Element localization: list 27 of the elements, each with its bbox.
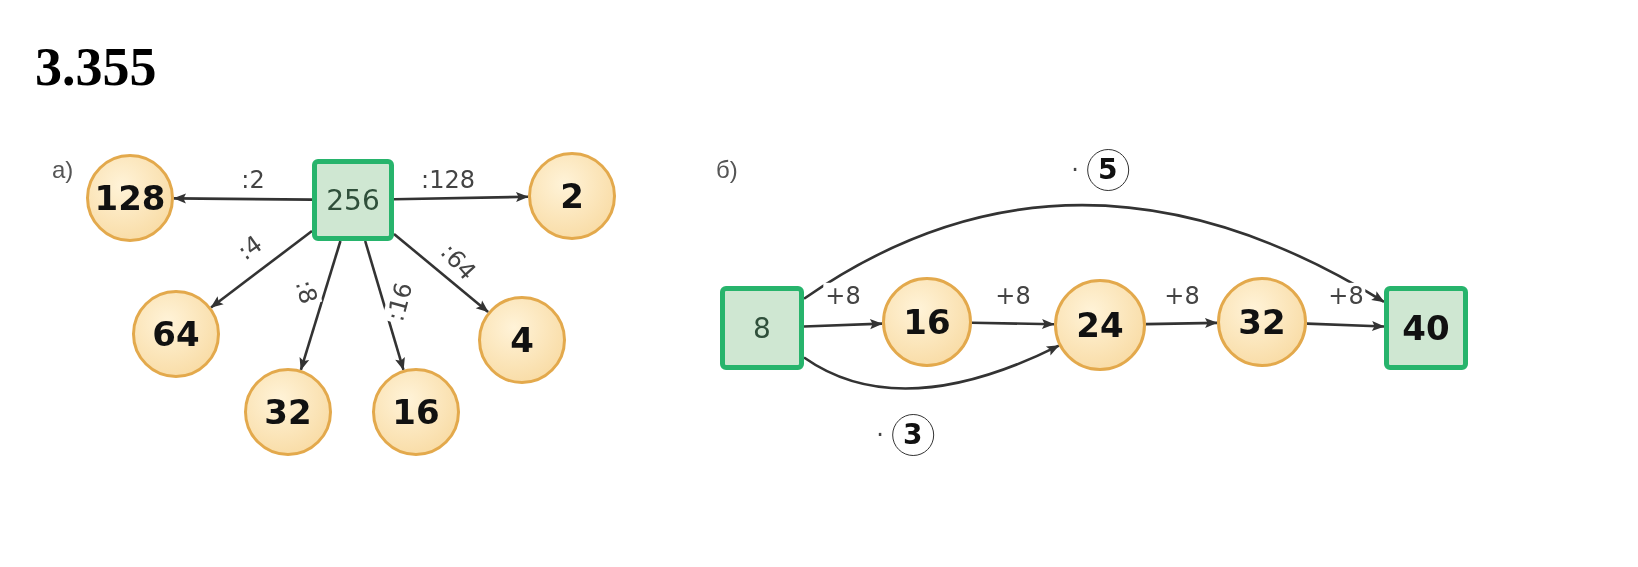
number-circle: 2 [528,152,616,240]
part-label: а) [52,158,74,182]
arrow [363,240,405,371]
number-circle: 24 [1054,279,1146,371]
arrow [971,319,1055,330]
arrow [803,319,883,330]
number-circle: 16 [882,277,972,367]
number-square: 256 [312,159,394,241]
arrow [210,230,313,309]
arrow [299,240,342,371]
arrow [803,203,1385,304]
number-circle: 32 [1217,277,1307,367]
number-circle: 32 [244,368,332,456]
number-circle: 128 [86,154,174,242]
arrow [1306,321,1385,332]
number-square: 40 [1384,286,1468,370]
number-circle: 4 [478,296,566,384]
arrow [393,192,529,203]
part-label: б) [716,158,738,182]
number-circle: 64 [132,290,220,378]
arrow [1145,318,1218,329]
number-circle: 16 [372,368,460,456]
arrow [803,344,1060,390]
number-square: 8 [720,286,804,370]
arrow [173,193,312,204]
arrow [393,232,489,313]
exercise-number: 3.355 [35,40,157,94]
